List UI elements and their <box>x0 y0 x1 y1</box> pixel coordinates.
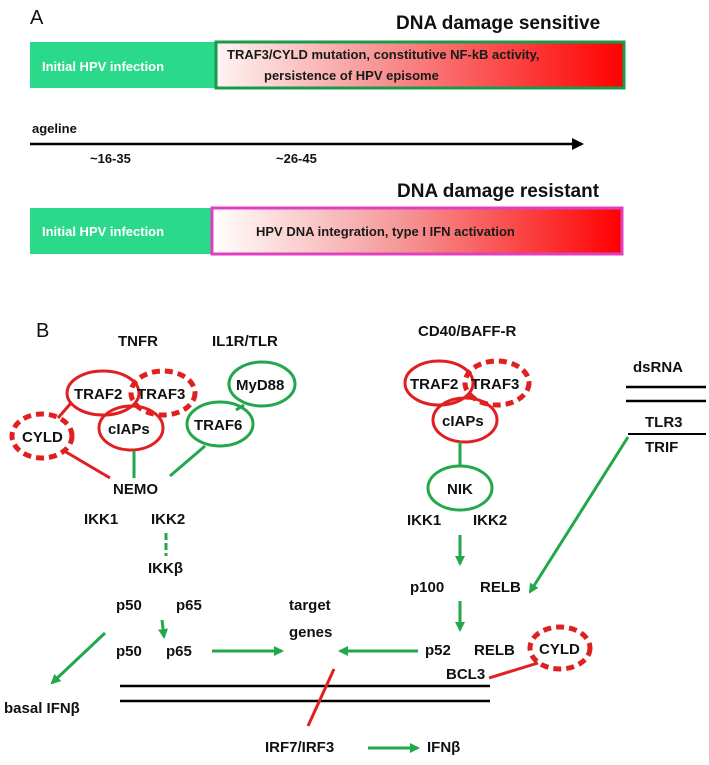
traf6-label: TRAF6 <box>194 417 242 434</box>
traf3-left: TRAF3 <box>137 386 185 403</box>
ciaps-left: cIAPs <box>108 421 150 438</box>
myd88-traf6-line <box>235 403 245 412</box>
panel-b-letter: B <box>36 320 49 342</box>
cyld-bcl3-inhibit <box>488 661 539 680</box>
nemo-label: NEMO <box>113 481 158 498</box>
ikk2-right: IKK2 <box>473 512 507 529</box>
initial-infection-segment-1 <box>30 42 216 88</box>
initial-infection-label-2: Initial HPV infection <box>42 224 164 239</box>
dsrna-label: dsRNA <box>633 359 683 376</box>
traf6-oval <box>185 400 255 448</box>
integration-segment <box>210 206 624 256</box>
relb-top: RELB <box>480 579 521 596</box>
traf3-left-oval <box>128 368 198 418</box>
myd88-label: MyD88 <box>236 377 284 394</box>
traf6-nemo-line <box>169 444 206 478</box>
initial-infection-segment-2 <box>30 208 212 254</box>
myd88-oval <box>227 360 297 408</box>
trif-label: TRIF <box>645 439 678 456</box>
irf-inhibit-line <box>306 668 336 727</box>
p50-bottom: p50 <box>116 643 142 660</box>
traf3-right-oval <box>462 358 532 408</box>
cyld-right-oval <box>527 624 593 672</box>
ikk1-right: IKK1 <box>407 512 441 529</box>
panel-a-letter: A <box>30 7 44 29</box>
cd40-baffr-label: CD40/BAFF-R <box>418 323 517 340</box>
ifnb-label: IFNβ <box>427 739 460 756</box>
tlr3-label: TLR3 <box>645 414 683 431</box>
ciaps-right-oval <box>431 396 499 444</box>
integration-label: HPV DNA integration, type I IFN activati… <box>256 224 515 239</box>
cyld-nemo-inhibit <box>65 450 111 480</box>
bcl3-label: BCL3 <box>446 666 485 683</box>
ikkb-label: IKKβ <box>148 560 183 577</box>
nik-label: NIK <box>447 481 473 498</box>
p65-bottom: p65 <box>166 643 192 660</box>
p52-label: p52 <box>425 642 451 659</box>
cyld-right: CYLD <box>539 641 580 658</box>
ikk1-left: IKK1 <box>84 511 118 528</box>
cyld-left: CYLD <box>22 429 63 446</box>
ikk2-left: IKK2 <box>151 511 185 528</box>
p50-top: p50 <box>116 597 142 614</box>
p65-top: p65 <box>176 597 202 614</box>
traf2-cyld-line <box>56 402 73 419</box>
traf2-right: TRAF2 <box>410 376 458 393</box>
p100-label: p100 <box>410 579 444 596</box>
traf3-right: TRAF3 <box>471 376 519 393</box>
mutation-label-line2: persistence of HPV episome <box>264 68 439 83</box>
target-genes-line2: genes <box>289 624 332 641</box>
irf-label: IRF7/IRF3 <box>265 739 334 756</box>
ciaps-right: cIAPs <box>442 413 484 430</box>
age-range-2: ~26-45 <box>276 151 317 166</box>
sensitive-title: DNA damage sensitive <box>396 13 600 34</box>
ciaps-left-oval <box>97 404 165 452</box>
resistant-title: DNA damage resistant <box>397 181 600 202</box>
mutation-segment <box>214 40 626 90</box>
initial-infection-label-1: Initial HPV infection <box>42 59 164 74</box>
basal-ifnb-label: basal IFNβ <box>4 700 80 717</box>
trif-relb-arrow <box>528 436 630 594</box>
il1r-tlr-label: IL1R/TLR <box>212 333 278 350</box>
ageline-label: ageline <box>32 121 77 136</box>
age-range-1: ~16-35 <box>90 151 131 166</box>
traf2-right-oval <box>403 359 475 407</box>
target-genes-line1: target <box>289 597 331 614</box>
traf2-left: TRAF2 <box>74 386 122 403</box>
relb-bottom: RELB <box>474 642 515 659</box>
cyld-left-oval <box>9 411 75 461</box>
basal-ifnb-arrow <box>50 631 107 685</box>
tnfr-label: TNFR <box>118 333 158 350</box>
mutation-label-line1: TRAF3/CYLD mutation, constitutive NF-kB … <box>227 47 540 62</box>
p65-down-arrow <box>158 619 169 639</box>
